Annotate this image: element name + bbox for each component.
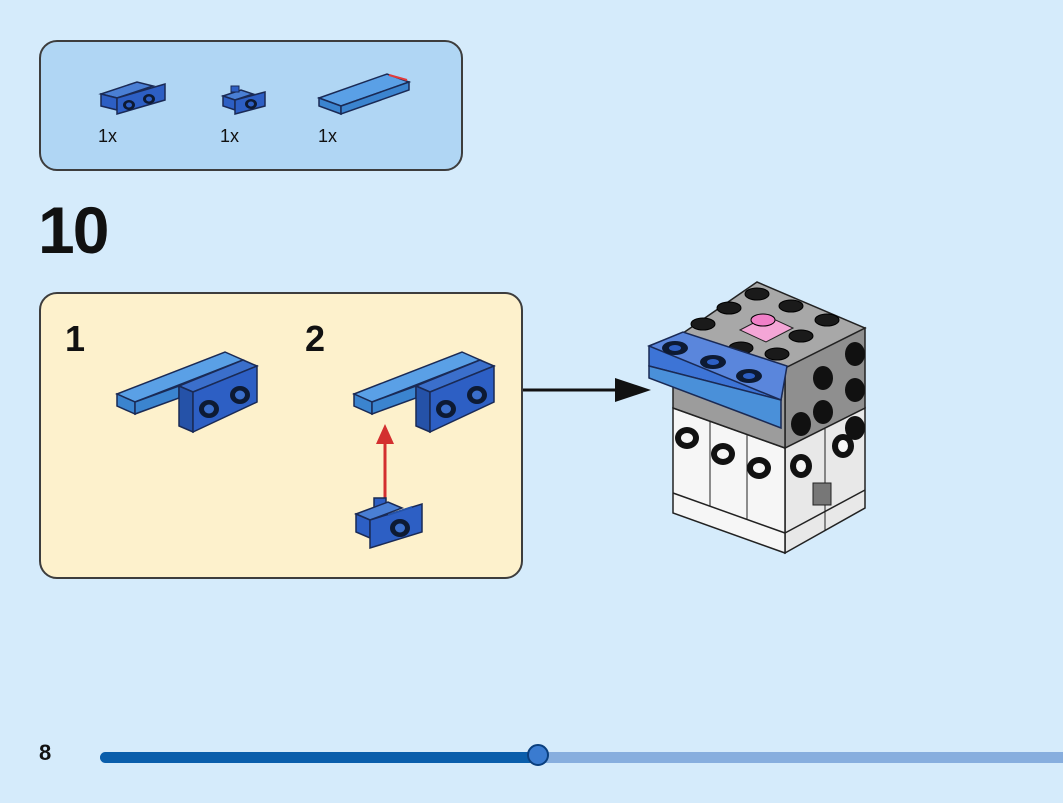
substep-2-assembly-illustration [352, 351, 496, 434]
page-number: 8 [39, 740, 52, 765]
substep-label-2: 2 [305, 318, 326, 359]
step-number: 10 [38, 193, 109, 267]
part-2-qty: 1x [220, 126, 240, 146]
tile-part-icon [316, 73, 412, 116]
substep-box: 1 2 [39, 292, 523, 579]
part-3-qty: 1x [318, 126, 338, 146]
progress-knob[interactable] [527, 744, 550, 766]
progress-bar[interactable] [100, 744, 1063, 766]
model-illustration [647, 281, 867, 555]
bracket-1x2-part-icon [98, 81, 166, 115]
bracket-1x1-part-icon [220, 85, 266, 115]
result-arrow-icon [523, 378, 651, 402]
substep-1-assembly-illustration [115, 351, 259, 434]
parts-list-box: 1x 1x 1x [39, 40, 463, 171]
substep-label-1: 1 [65, 318, 86, 359]
part-1-qty: 1x [98, 126, 118, 146]
small-bracket-illustration [353, 497, 423, 550]
progress-fill [100, 752, 539, 763]
attach-arrow-icon [376, 424, 394, 506]
